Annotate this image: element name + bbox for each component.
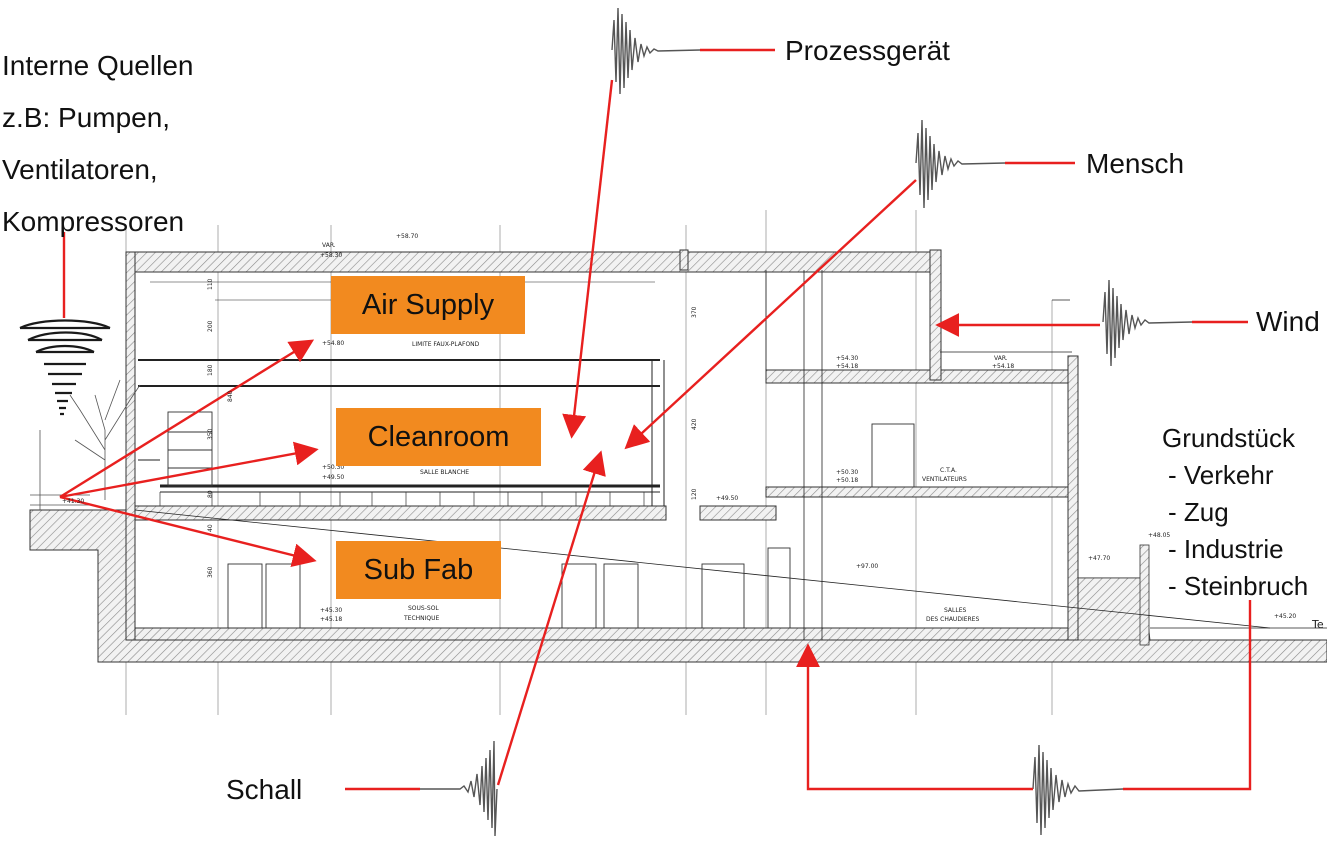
- dim-840: 840: [227, 390, 234, 402]
- zone-air-supply: Air Supply: [331, 276, 525, 334]
- salle-blanche-label: SALLE BLANCHE: [420, 469, 469, 476]
- dim-180: 180: [207, 364, 214, 376]
- dim-360: 360: [207, 566, 214, 578]
- railing: [159, 492, 645, 506]
- te-label: Te: [1311, 618, 1324, 631]
- dim-110: 110: [207, 278, 214, 290]
- dim-40: 40: [207, 524, 214, 532]
- site-title: Grundstück: [1162, 423, 1295, 453]
- site-item-quarry: - Steinbruch: [1168, 571, 1309, 601]
- level-label-5030b: +50.30: [836, 469, 858, 476]
- roof-level-label: +58.70: [396, 233, 418, 240]
- human-label: Mensch: [1086, 148, 1185, 179]
- level-label-5418: +54.18: [836, 363, 858, 370]
- internal-sources-line-4: Kompressoren: [2, 206, 185, 237]
- left-fan-spring: [19, 319, 111, 416]
- level-label-4770: +47.70: [1088, 555, 1110, 562]
- level-label-4805: +48.05: [1148, 532, 1170, 539]
- red-arrows: [59, 79, 1100, 786]
- dim-370: 370: [691, 306, 698, 318]
- dim-120: 120: [691, 488, 698, 500]
- level-label-4950: +49.50: [322, 474, 344, 481]
- dim-80: 80: [207, 490, 214, 498]
- limite-faux-plafond-label: LIMITE FAUX-PLAFOND: [412, 341, 480, 348]
- var-label-2: VAR.: [994, 355, 1008, 362]
- level-label-5030: +50.30: [322, 464, 344, 471]
- site-item-industry: - Industrie: [1168, 534, 1284, 564]
- internal-sources-line-2: z.B: Pumpen,: [2, 102, 171, 133]
- red-connectors: [62, 48, 1252, 791]
- dim-200: 200: [207, 320, 214, 332]
- doors: [167, 411, 915, 629]
- salles-label: SALLES: [944, 607, 967, 614]
- var-label-1: VAR.: [322, 242, 336, 249]
- technique-label: TECHNIQUE: [403, 615, 440, 622]
- level-label-5018: +50.18: [836, 477, 858, 484]
- chaudieres-label: DES CHAUDIERES: [926, 616, 979, 623]
- ventilateurs-label: VENTILATEURS: [922, 476, 967, 483]
- level-label-4950b: +49.50: [716, 495, 738, 502]
- level-label-5418b: +54.18: [992, 363, 1014, 370]
- waves: [420, 7, 1193, 837]
- internal-sources-line-1: Interne Quellen: [2, 50, 194, 81]
- level-label-4518: +45.18: [320, 616, 342, 623]
- ceiling-level-label: +54.80: [322, 340, 344, 347]
- cta-label: C.T.A.: [940, 467, 957, 474]
- building-slabs: [125, 249, 1079, 641]
- level-label-5430: +54.30: [836, 355, 858, 362]
- level-label-5830: +58.30: [320, 252, 342, 259]
- wind-label: Wind: [1256, 306, 1320, 337]
- sous-sol-label: SOUS-SOL: [408, 605, 439, 612]
- internal-sources-line-3: Ventilatoren,: [2, 154, 158, 185]
- level-label-4530: +45.30: [320, 607, 342, 614]
- site-item-traffic: - Verkehr: [1168, 460, 1274, 490]
- level-label-4130: +41.30: [62, 498, 84, 505]
- site-item-train: - Zug: [1168, 497, 1229, 527]
- zone-sub-fab: Sub Fab: [336, 541, 501, 599]
- zone-cleanroom: Cleanroom: [336, 408, 541, 466]
- tree: [30, 379, 141, 510]
- dim-350: 350: [207, 428, 214, 440]
- dim-420: 420: [691, 418, 698, 430]
- process-tool-label: Prozessgerät: [785, 35, 950, 66]
- plan-annotations: +58.70 VAR. +58.30 +54.80 LIMITE FAUX-PL…: [62, 233, 1324, 631]
- internal-sources-label: Interne Quellen z.B: Pumpen, Ventilatore…: [2, 40, 193, 248]
- level-label-4520: +45.20: [1274, 613, 1296, 620]
- site-sources: Grundstück - Verkehr - Zug - Industrie -…: [1162, 420, 1308, 605]
- slope-label: +97.00: [856, 563, 878, 570]
- sound-label: Schall: [226, 774, 303, 805]
